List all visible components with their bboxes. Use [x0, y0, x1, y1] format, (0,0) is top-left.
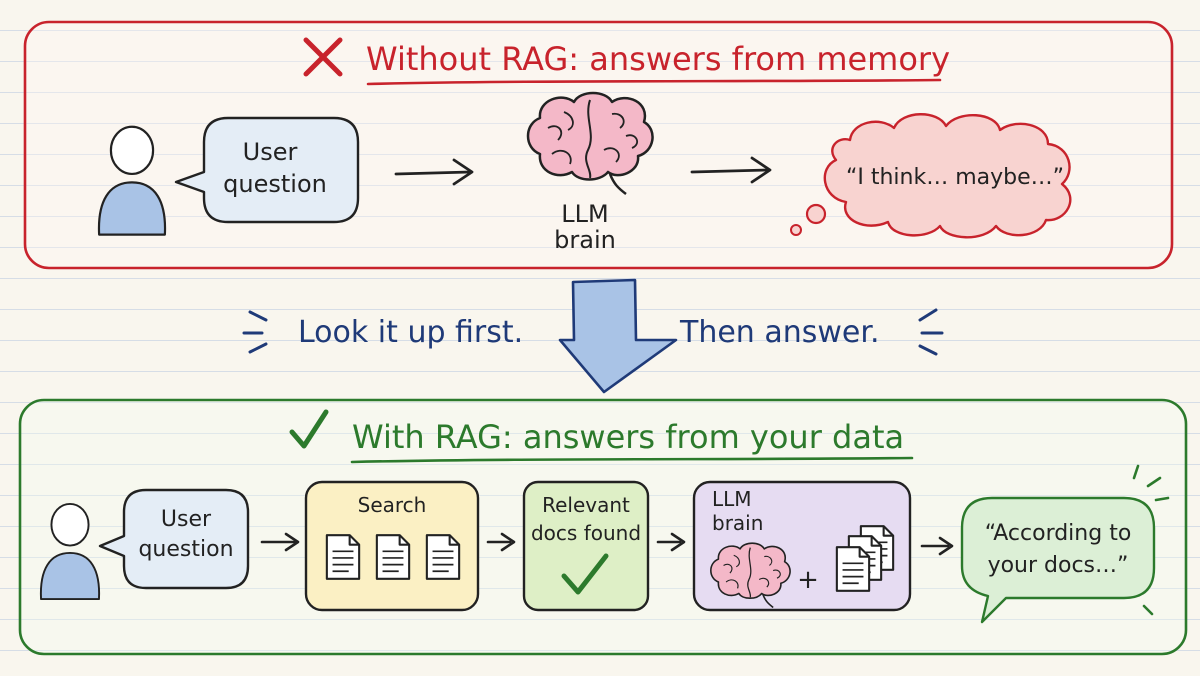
check-mark-icon [289, 409, 329, 449]
plus-sign: + [797, 565, 819, 595]
answer-bubble: “According to your docs…” [960, 496, 1156, 624]
llm-with-docs-step: LLM brain + [692, 480, 912, 612]
arrow-right-icon [394, 158, 474, 186]
document-icon [325, 533, 361, 581]
arrow-right-icon [486, 532, 516, 552]
llm-label-line-2: brain [554, 226, 616, 254]
sparkle-lines [1132, 464, 1170, 616]
arrow-right-icon [656, 532, 686, 552]
llm-label-line-2: brain [712, 511, 763, 535]
search-step: Search [304, 480, 480, 612]
relevant-label-line-2: docs found [531, 521, 641, 545]
x-mark-icon [303, 37, 343, 77]
top-panel-title: Without RAG: answers from memory [366, 40, 950, 78]
emphasis-lines-left [242, 310, 268, 354]
bottom-title-underline [350, 456, 914, 464]
llm-label-line-1: LLM [561, 200, 608, 228]
thought-cloud: “I think… maybe…” [790, 113, 1072, 239]
user-question-line-1: User [161, 507, 212, 532]
middle-caption: Look it up first. Then answer. [242, 278, 944, 394]
arrow-right-icon [920, 536, 954, 556]
without-rag-panel: Without RAG: answers from memory User qu… [23, 20, 1174, 270]
search-label: Search [358, 493, 427, 517]
document-stack-icon [835, 545, 871, 593]
check-mark-icon [561, 553, 609, 595]
thought-text: “I think… maybe…” [846, 165, 1064, 190]
arrow-right-icon [260, 532, 300, 552]
arrow-right-icon [690, 156, 772, 184]
user-question-line-2: question [138, 537, 233, 562]
user-question-line-1: User [243, 138, 298, 166]
user-question-line-2: question [223, 170, 327, 198]
emphasis-lines-right [918, 308, 944, 356]
middle-right-text: Then answer. [679, 315, 879, 350]
relevant-docs-step: Relevant docs found [522, 480, 650, 612]
document-icon [425, 533, 461, 581]
document-icon [375, 533, 411, 581]
with-rag-panel: With RAG: answers from your data User qu… [18, 398, 1188, 656]
answer-line-2: your docs…” [988, 553, 1129, 578]
top-title-underline [366, 78, 942, 86]
relevant-label-line-1: Relevant [542, 493, 630, 517]
answer-line-1: “According to [985, 521, 1132, 546]
llm-label-line-1: LLM [712, 487, 752, 511]
user-question-bubble: User question [174, 116, 360, 224]
user-question-bubble: User question [98, 488, 250, 590]
middle-left-text: Look it up first. [298, 315, 523, 350]
bottom-panel-title: With RAG: answers from your data [352, 418, 904, 456]
down-arrow-icon [558, 278, 678, 394]
